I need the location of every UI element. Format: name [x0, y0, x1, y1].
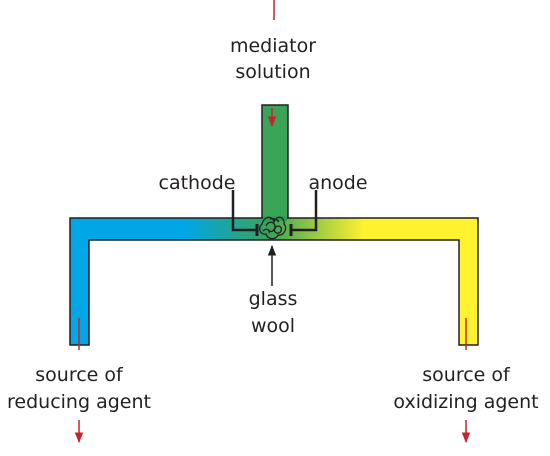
- glass-wool-plug: [259, 216, 287, 240]
- anode-electrode: [291, 190, 318, 232]
- mediator-label-line1: mediator: [230, 35, 316, 57]
- anode-label: anode: [308, 172, 367, 194]
- mediator-label-line2: solution: [235, 61, 310, 83]
- glass-wool-label-line1: glass: [249, 288, 298, 310]
- mediator-tube: [261, 104, 289, 222]
- oxidizing-label-line2: oxidizing agent: [393, 391, 538, 413]
- cathode-electrode: [231, 190, 257, 232]
- oxidizing-label-line1: source of: [422, 364, 511, 386]
- glass-wool-label-line2: wool: [251, 315, 295, 337]
- reducing-label-line1: source of: [35, 364, 124, 386]
- main-u-tube: [69, 217, 479, 346]
- reducing-label-line2: reducing agent: [7, 391, 151, 413]
- cathode-label: cathode: [159, 172, 236, 194]
